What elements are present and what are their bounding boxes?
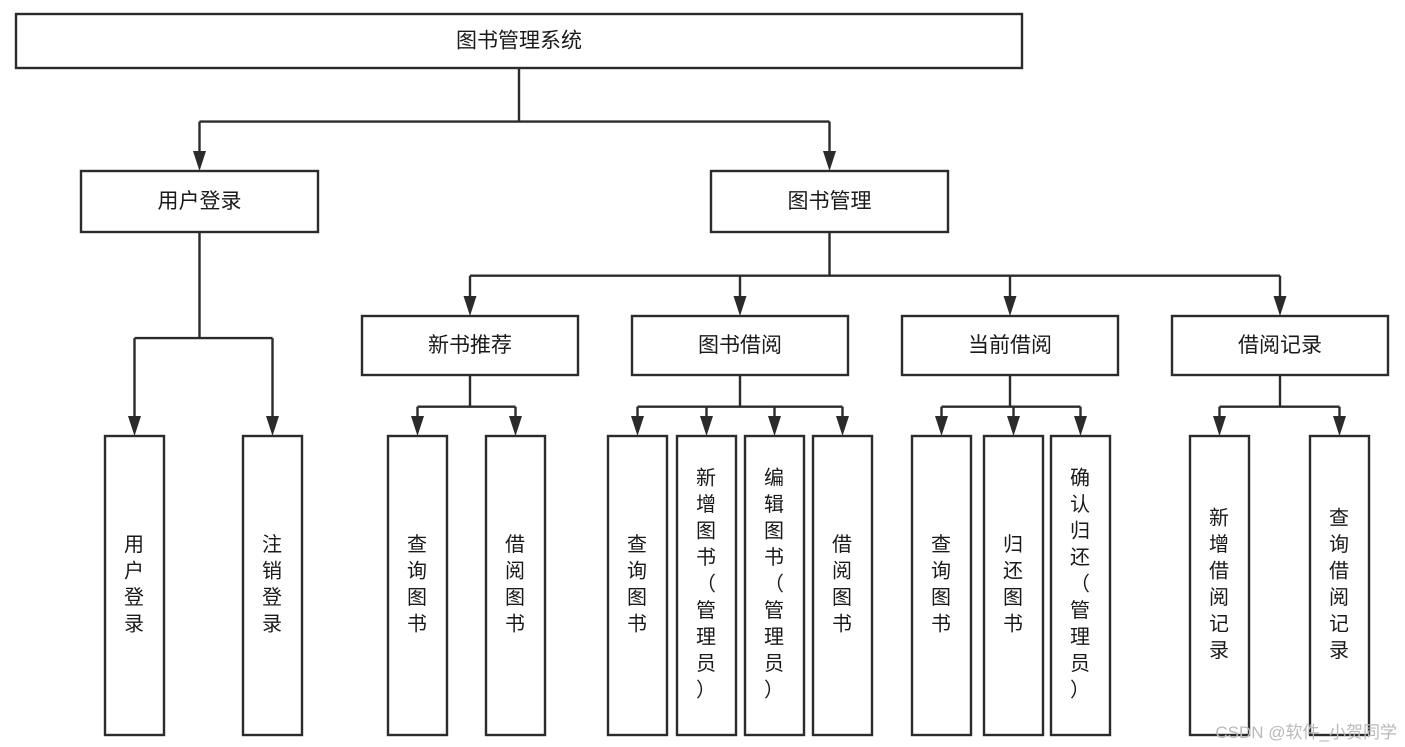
connector-arrowhead	[733, 296, 747, 316]
node-box	[630, 314, 850, 377]
node-l3-record[interactable]: 借阅记录	[1170, 314, 1390, 377]
node-box	[1049, 434, 1112, 737]
node-l4-user-login[interactable]: 用户登录	[103, 434, 166, 737]
node-box	[606, 434, 669, 737]
node-l3-new[interactable]: 新书推荐	[360, 314, 580, 377]
node-l4-cur-query[interactable]: 查询图书	[910, 434, 973, 737]
node-box	[1188, 434, 1251, 737]
node-box	[360, 314, 580, 377]
node-label: 图书管理	[788, 190, 872, 213]
node-label: 查询图书	[627, 533, 648, 636]
node-label: 注销登录	[262, 533, 283, 636]
connector-arrowhead	[631, 416, 644, 436]
node-l4-bk-borrow[interactable]: 借阅图书	[811, 434, 874, 737]
node-label: 当前借阅	[968, 334, 1052, 357]
node-l4-new-query[interactable]: 查询图书	[386, 434, 449, 737]
connector-arrowhead	[128, 416, 141, 436]
connector-arrowhead	[935, 416, 948, 436]
connector-arrowhead	[411, 416, 424, 436]
connector-arrowhead	[463, 296, 477, 316]
node-l3-current[interactable]: 当前借阅	[900, 314, 1120, 377]
connector-arrowhead	[836, 416, 849, 436]
node-box	[79, 169, 320, 234]
node-box	[811, 434, 874, 737]
node-l4-bk-add[interactable]: 新增图书（管理员）	[675, 434, 738, 737]
node-label: 新增图书（管理员）	[696, 467, 717, 702]
node-l4-cur-return[interactable]: 归还图书	[982, 434, 1045, 737]
node-l4-rec-add[interactable]: 新增借阅记录	[1188, 434, 1251, 737]
node-box	[14, 12, 1024, 70]
node-box	[709, 169, 950, 234]
edges-layer	[128, 68, 1346, 436]
connector-arrowhead	[1273, 296, 1287, 316]
node-l4-new-borrow[interactable]: 借阅图书	[484, 434, 547, 737]
node-box	[1170, 314, 1390, 377]
connector-arrowhead	[700, 416, 713, 436]
node-box	[675, 434, 738, 737]
node-box	[241, 434, 304, 737]
node-label: 新增借阅记录	[1209, 507, 1230, 663]
node-label: 查询图书	[407, 533, 428, 636]
node-l3-borrow[interactable]: 图书借阅	[630, 314, 850, 377]
connector-arrowhead	[1333, 416, 1346, 436]
node-box	[982, 434, 1045, 737]
connector-arrowhead	[193, 151, 206, 171]
node-label: 编辑图书（管理员）	[764, 467, 785, 702]
node-l2-book[interactable]: 图书管理	[709, 169, 950, 234]
node-label: 用户登录	[124, 534, 145, 636]
connector-arrowhead	[1007, 416, 1020, 436]
node-label: 图书借阅	[698, 334, 782, 357]
node-l4-bk-edit[interactable]: 编辑图书（管理员）	[743, 434, 806, 737]
node-l2-user[interactable]: 用户登录	[79, 169, 320, 234]
connector-arrowhead	[509, 416, 522, 436]
node-l4-bk-query[interactable]: 查询图书	[606, 434, 669, 737]
node-box	[484, 434, 547, 737]
node-label: 新书推荐	[428, 334, 512, 357]
connector-arrowhead	[823, 151, 836, 171]
node-box	[743, 434, 806, 737]
node-l4-user-logout[interactable]: 注销登录	[241, 434, 304, 737]
connector-arrowhead	[768, 416, 781, 436]
connector-arrowhead	[1074, 416, 1087, 436]
node-box	[386, 434, 449, 737]
connector-arrowhead	[266, 416, 279, 436]
node-label: 用户登录	[158, 190, 242, 213]
node-box	[1308, 434, 1371, 737]
connector-arrowhead	[1213, 416, 1226, 436]
node-label: 查询图书	[931, 533, 952, 636]
node-label: 借阅记录	[1238, 334, 1322, 357]
nodes-layer: 图书管理系统用户登录图书管理新书推荐图书借阅当前借阅借阅记录用户登录注销登录查询…	[14, 12, 1390, 737]
node-l4-rec-query[interactable]: 查询借阅记录	[1308, 434, 1371, 737]
connector-arrowhead	[1003, 296, 1017, 316]
node-root[interactable]: 图书管理系统	[14, 12, 1024, 70]
node-l4-cur-confirm[interactable]: 确认归还（管理员）	[1049, 434, 1112, 737]
node-label: 确认归还（管理员）	[1070, 467, 1091, 702]
node-label: 借阅图书	[505, 533, 526, 636]
node-label: 归还图书	[1003, 533, 1024, 636]
node-box	[900, 314, 1120, 377]
node-box	[910, 434, 973, 737]
node-label: 借阅图书	[832, 533, 853, 636]
node-box	[103, 434, 166, 737]
node-label: 查询借阅记录	[1329, 507, 1350, 663]
node-label: 图书管理系统	[456, 30, 582, 53]
